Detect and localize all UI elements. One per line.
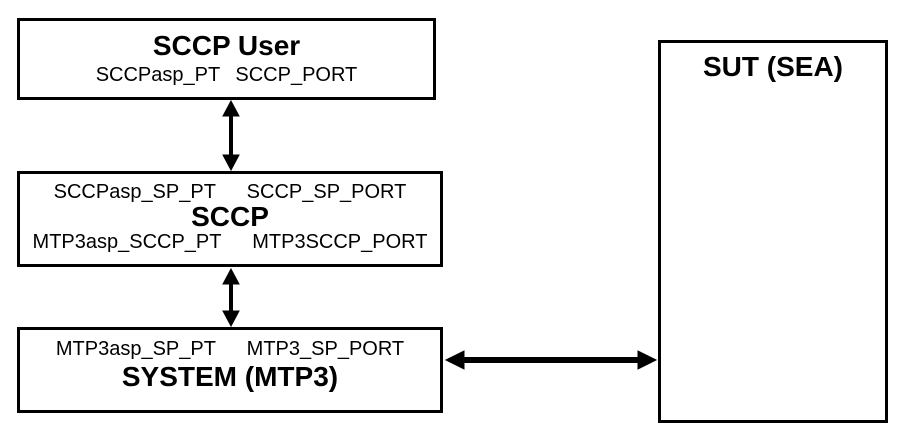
node-sccp-user-title: SCCP User bbox=[152, 30, 301, 61]
node-sccp-upper-port-label: SCCPasp_SP_PT SCCP_SP_PORT bbox=[53, 181, 407, 203]
node-sccp-lower-port-label: MTP3asp_SCCP_PT MTP3SCCP_PORT bbox=[32, 231, 428, 253]
node-sccp-user: SCCP User SCCPasp_PT SCCP_PORT bbox=[17, 18, 436, 100]
double-arrow-sccp-user-sccp-icon bbox=[222, 99, 240, 172]
node-system-mtp3-port-label: MTP3asp_SP_PT MTP3_SP_PORT bbox=[55, 338, 405, 360]
node-system-mtp3: MTP3asp_SP_PT MTP3_SP_PORT SYSTEM (MTP3) bbox=[17, 327, 443, 413]
double-arrow-system-mtp3-sut-icon bbox=[444, 350, 658, 370]
node-sut: SUT (SEA) bbox=[658, 40, 888, 423]
node-sccp: SCCPasp_SP_PT SCCP_SP_PORT SCCP MTP3asp_… bbox=[17, 171, 443, 267]
node-sccp-title: SCCP bbox=[191, 201, 269, 232]
double-arrow-sccp-system-mtp3-icon bbox=[222, 267, 240, 328]
node-sccp-user-port-label: SCCPasp_PT SCCP_PORT bbox=[95, 64, 358, 86]
node-sut-title: SUT (SEA) bbox=[703, 51, 843, 82]
node-system-mtp3-title: SYSTEM (MTP3) bbox=[121, 361, 339, 392]
